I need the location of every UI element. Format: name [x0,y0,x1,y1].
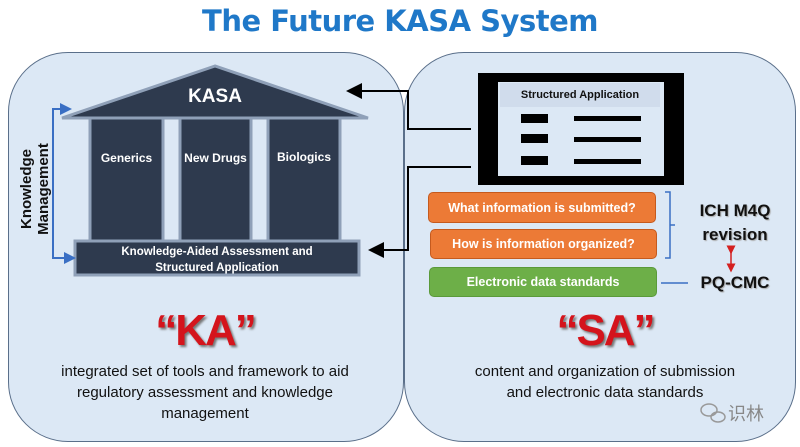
pillar-label-biologics: Biologics [276,150,331,164]
ich-m4q-label: ICH M4Q [699,201,771,220]
sa-desc-line: content and organization of submission [474,363,736,380]
revision-label: revision [702,225,768,244]
pq-cmc-label: PQ-CMC [700,273,770,292]
ka-desc-line: management [161,405,249,422]
pillar-label-generics: Generics [100,151,153,165]
ka-label: “KA” [155,306,257,355]
arrow-to-roof [346,83,471,130]
kasa-base [73,239,361,277]
page-title: The Future KASA System [202,4,598,38]
pillar-new-drugs [178,116,253,244]
pillar-generics [88,116,165,244]
tablet-list-lines [521,114,641,165]
ka-description: integrated set of tools and framework to… [20,361,390,424]
base-line-2: Structured Application [155,262,279,274]
arrow-to-base [368,166,471,258]
wechat-icon [700,403,726,423]
tablet-title: Structured Application [520,89,640,101]
pillar-biologics [266,116,342,244]
data-standards-box: Electronic data standards [429,267,657,297]
what-submitted-box: What information is submitted? [428,192,656,223]
kasa-base-label: Knowledge-Aided Assessment and Structure… [75,244,359,276]
how-organized-box: How is information organized? [430,229,657,259]
knowledge-management-label: Knowledge Management [18,143,52,235]
km-loop-arrow [52,108,72,259]
watermark: 识林 [728,404,764,424]
bracket [665,191,675,259]
pillar-label-new-drugs: New Drugs [184,151,247,165]
base-line-1: Knowledge-Aided Assessment and [121,246,313,258]
sa-desc-line: and electronic data standards [506,384,704,401]
sa-description: content and organization of submission a… [420,361,790,403]
ka-desc-line: integrated set of tools and framework to… [61,363,349,380]
ka-desc-line: regulatory assessment and knowledge [77,384,333,401]
kasa-roof-label: KASA [188,86,242,107]
sa-label: “SA” [556,306,655,355]
